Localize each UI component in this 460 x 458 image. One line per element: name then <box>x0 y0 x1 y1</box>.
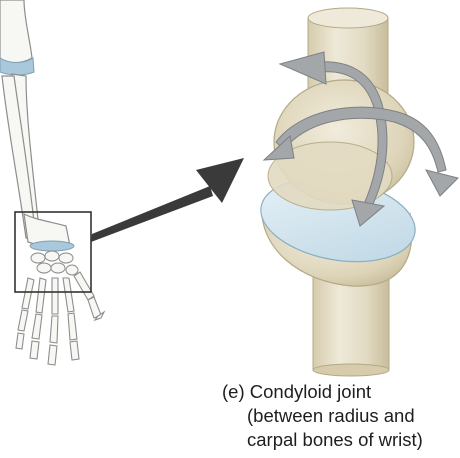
caption-title: Condyloid joint <box>249 381 372 402</box>
flexion-extension-arrowhead-bottom <box>351 199 386 227</box>
figure-caption: (e) Condyloid joint (between radius and … <box>222 380 458 452</box>
pointer-arrow <box>91 158 244 242</box>
wrist-joint-cartilage <box>29 240 75 252</box>
abduction-adduction-arrowhead-left <box>262 135 295 161</box>
abduction-adduction-arrow <box>275 106 447 173</box>
elbow-joint <box>0 57 35 76</box>
flexion-extension-arrowhead-top <box>278 51 327 85</box>
forearm-and-hand-skeleton <box>0 0 106 366</box>
lower-bone-cylinder <box>312 271 390 377</box>
finger-phalanges <box>15 296 106 366</box>
caption-label: (e) <box>222 381 245 402</box>
carpal-bones <box>30 250 79 276</box>
metacarpal-bones <box>21 271 95 315</box>
caption-detail-line-1: (between radius and <box>247 405 415 426</box>
wrist-inset-box <box>14 211 92 293</box>
caption-detail-line-2: carpal bones of wrist) <box>247 429 423 450</box>
abduction-adduction-arrowhead-right <box>425 169 459 197</box>
caption-first-line: (e) Condyloid joint <box>222 380 458 404</box>
humerus-bone <box>0 0 33 64</box>
motion-arrows <box>262 51 459 227</box>
condyle-lower-lobe <box>267 141 393 211</box>
